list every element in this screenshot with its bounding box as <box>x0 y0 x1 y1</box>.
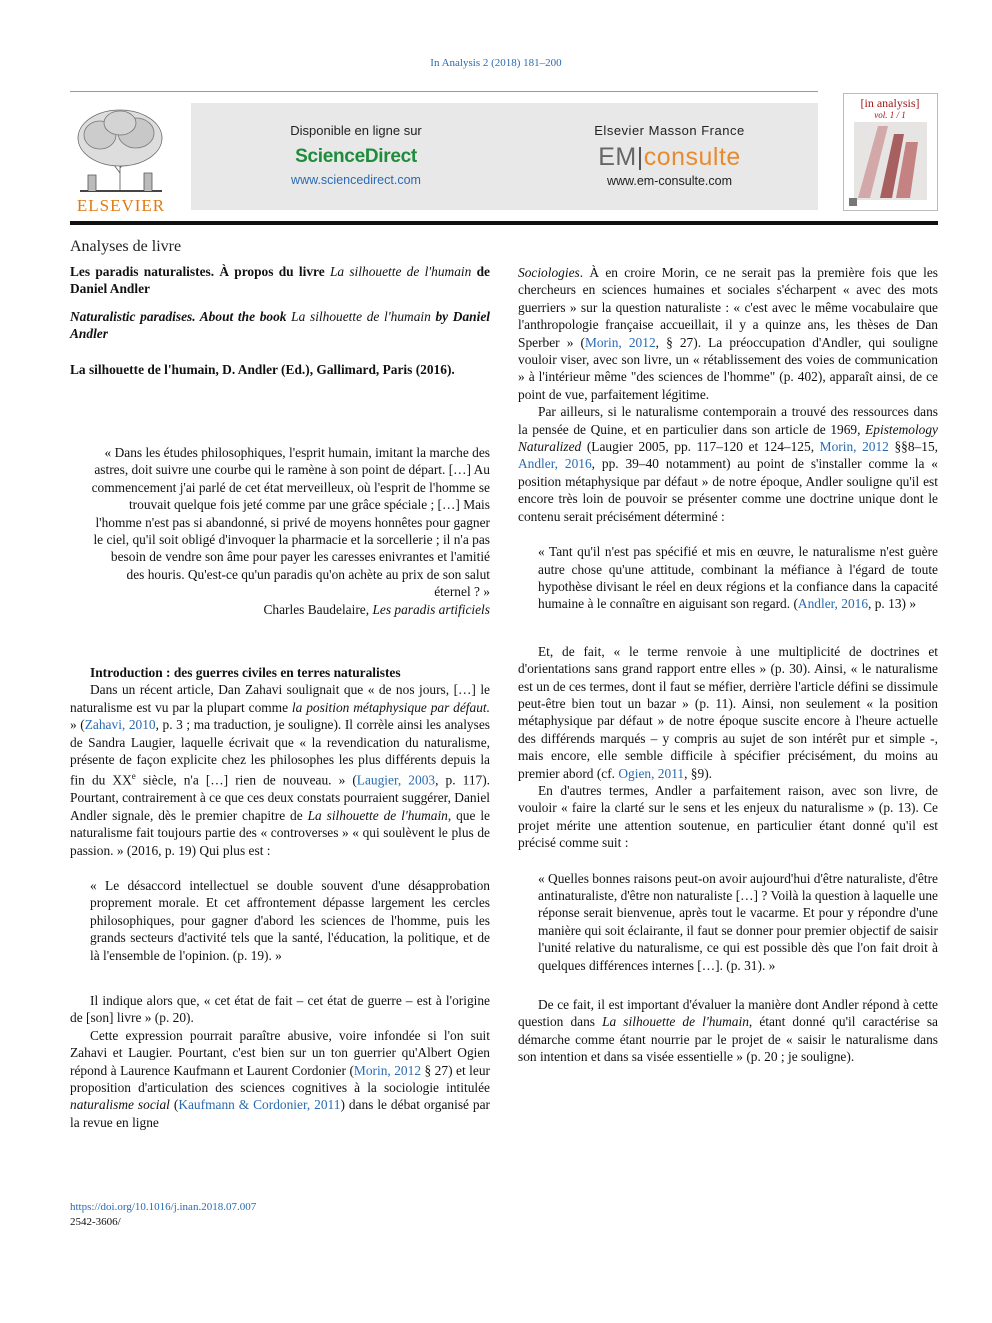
ref-link[interactable]: Kaufmann & Cordonier, 2011 <box>178 1097 341 1113</box>
journal-citation[interactable]: In Analysis 2 (2018) 181–200 <box>430 57 562 69</box>
ref-link[interactable]: Andler, 2016 <box>797 596 869 612</box>
epigraph: « Dans les études philosophiques, l'espr… <box>90 444 490 618</box>
cover-volume: vol. 1 / 1 <box>874 110 906 120</box>
paragraph: De ce fait, il est important d'évaluer l… <box>518 997 938 1065</box>
paragraph: Cette expression pourrait paraître abusi… <box>70 1027 491 1130</box>
ref-link[interactable]: Morin, 2012 <box>584 334 656 350</box>
ref-link[interactable]: Laugier, 2003 <box>356 772 436 788</box>
emconsulte-link[interactable]: www.em-consulte.com <box>606 174 733 188</box>
ref-link[interactable]: Andler, 2016 <box>518 456 592 472</box>
ref-link[interactable]: Morin, 2012 <box>819 439 889 455</box>
right-body: Sociologies. À en croire Morin, ce ne se… <box>518 264 938 1066</box>
ref-link[interactable]: Zahavi, 2010 <box>84 717 156 733</box>
doi-link[interactable]: https://doi.org/10.1016/j.inan.2018.07.0… <box>70 1201 257 1213</box>
sciencedirect-link[interactable]: www.sciencedirect.com <box>291 173 421 187</box>
elsevier-logo: ELSEVIER <box>70 103 172 215</box>
section-label: Analyses de livre <box>70 238 182 255</box>
title-french: Les paradis naturalistes. À propos du li… <box>70 264 490 297</box>
emconsulte-logo: EM|consulte <box>598 143 741 171</box>
article-titles: Les paradis naturalistes. À propos du li… <box>70 263 490 378</box>
block-quote: « Le désaccord intellectuel se double so… <box>90 877 490 963</box>
available-online-label: Disponible en ligne sur <box>290 123 422 138</box>
title-english: Naturalistic paradises. About the book L… <box>70 308 490 342</box>
cover-image: [in analysis] vol. 1 / 1 <box>849 96 927 206</box>
issn: 2542-3606/ <box>70 1216 121 1228</box>
paragraph: Par ailleurs, si le naturalisme contempo… <box>518 404 939 524</box>
paragraph: Dans un récent article, Dan Zahavi souli… <box>70 682 491 858</box>
block-quote: « Tant qu'il n'est pas spécifié et mis e… <box>538 544 938 612</box>
left-body: Introduction : des guerres civiles en te… <box>70 664 490 1131</box>
paragraph: Et, de fait, « le terme renvoie à une mu… <box>518 643 938 781</box>
cover-title: [in analysis] <box>861 96 920 110</box>
emconsulte-block: Elsevier Masson France EM|consulte www.e… <box>521 103 818 210</box>
header-thick-rule <box>70 221 938 225</box>
paragraph: En d'autres termes, Andler a parfaitemen… <box>518 782 938 851</box>
header-divider <box>70 91 818 92</box>
sciencedirect-logo: ScienceDirect <box>295 146 417 167</box>
paragraph: Sociologies. À en croire Morin, ce ne se… <box>518 265 938 402</box>
em-logo-part1: EM <box>598 143 637 171</box>
ref-link[interactable]: Morin, 2012 <box>353 1062 422 1078</box>
em-logo-part2: consulte <box>643 143 741 171</box>
elsevier-tree-icon: ELSEVIER <box>70 103 172 215</box>
epigraph-attribution: Charles Baudelaire, Les paradis artifici… <box>263 601 490 617</box>
journal-cover[interactable]: [in analysis] vol. 1 / 1 <box>843 93 938 211</box>
sciencedirect-block: Disponible en ligne sur ScienceDirect ww… <box>191 103 521 210</box>
ref-link[interactable]: Ogien, 2011 <box>618 765 685 781</box>
paragraph: Il indique alors que, « cet état de fait… <box>70 992 490 1026</box>
book-reference: La silhouette de l'humain, D. Andler (Ed… <box>70 361 455 377</box>
epigraph-text: « Dans les études philosophiques, l'espr… <box>91 445 490 600</box>
intro-heading: Introduction : des guerres civiles en te… <box>90 665 401 680</box>
footer: https://doi.org/10.1016/j.inan.2018.07.0… <box>70 1200 256 1230</box>
publisher-name: Elsevier Masson France <box>594 123 745 138</box>
block-quote: « Quelles bonnes raisons peut-on avoir a… <box>538 870 938 973</box>
elsevier-wordmark: ELSEVIER <box>77 196 165 215</box>
availability-banner: Disponible en ligne sur ScienceDirect ww… <box>191 103 818 210</box>
